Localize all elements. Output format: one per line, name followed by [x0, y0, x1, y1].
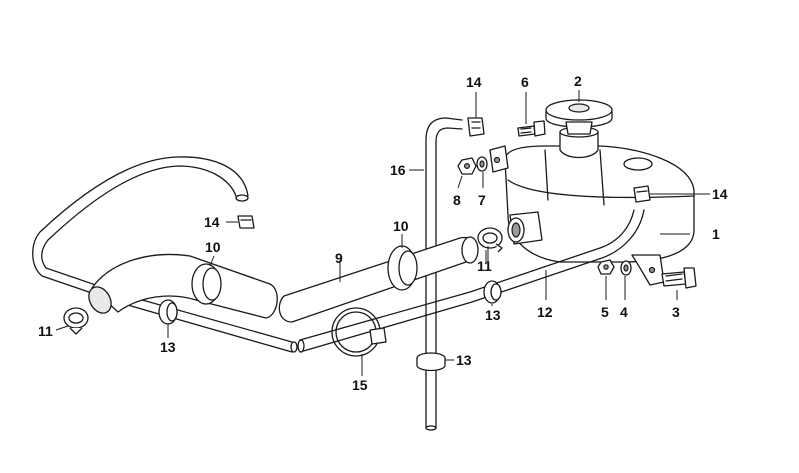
label-hose: 9: [335, 250, 343, 266]
coolant-pipe-left[interactable]: [32, 156, 298, 353]
label-nut-small: 5: [601, 304, 609, 320]
washer[interactable]: [620, 260, 632, 276]
washer-small[interactable]: [476, 156, 488, 172]
label-cap: 2: [574, 73, 582, 89]
label-washer-small: 7: [478, 192, 486, 208]
part-labels: 1 2 3 4 5 6 7 8 9 10 10 11 11 12 13 13 1…: [38, 73, 728, 393]
label-washer: 4: [620, 304, 628, 320]
coolant-hose-left[interactable]: [84, 253, 278, 319]
leader-lines: [55, 90, 710, 376]
label-vent-pipe: 16: [390, 162, 406, 178]
label-clip-tank: 14: [712, 186, 728, 202]
label-grommet-right: 13: [485, 307, 501, 323]
hose-clamp-right[interactable]: [387, 245, 418, 291]
coolant-pipe-12[interactable]: [297, 209, 645, 353]
label-grommet-bottom: 13: [456, 352, 472, 368]
expansion-tank[interactable]: [489, 126, 695, 286]
label-clamp-left: 10: [205, 239, 221, 255]
band-clamp-left[interactable]: [63, 307, 89, 335]
label-grommet-left: 13: [160, 339, 176, 355]
label-bolt: 3: [672, 304, 680, 320]
label-nut: 8: [453, 192, 461, 208]
hose-clamp-left[interactable]: [191, 263, 222, 305]
vent-pipe[interactable]: [425, 117, 463, 431]
grommet-bottom[interactable]: [416, 352, 446, 372]
hose-clip-tank[interactable]: [633, 185, 651, 203]
hose-clip-left[interactable]: [237, 215, 255, 229]
label-pipe: 12: [537, 304, 553, 320]
label-clip-left: 14: [204, 214, 220, 230]
radiator-cap[interactable]: [545, 99, 613, 135]
hex-bolt[interactable]: [661, 267, 697, 289]
band-clamp-mid[interactable]: [477, 227, 503, 253]
grommet-right[interactable]: [483, 280, 502, 304]
screw[interactable]: [517, 120, 546, 137]
label-band-mid: 11: [477, 258, 492, 274]
hex-nut-small[interactable]: [597, 259, 615, 275]
hex-nut[interactable]: [457, 157, 477, 175]
label-clip-top: 14: [466, 74, 482, 90]
hose-clip-top[interactable]: [467, 117, 485, 137]
label-tank: 1: [712, 226, 720, 242]
label-band-left: 11: [38, 323, 53, 339]
label-screw: 6: [521, 74, 529, 90]
grommet-left[interactable]: [158, 299, 178, 325]
coolant-hose-9[interactable]: [278, 236, 479, 323]
band-clamp-15[interactable]: [331, 307, 387, 357]
label-band-clamp: 15: [352, 377, 368, 393]
label-clamp-right: 10: [393, 218, 409, 234]
